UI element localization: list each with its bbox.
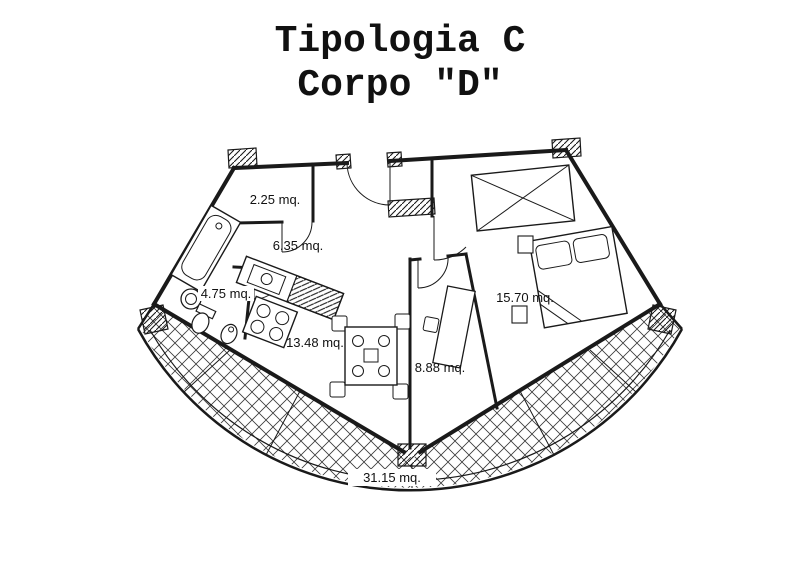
chair <box>331 315 348 332</box>
room-label-living-kitchen: 13.48 mq. <box>286 335 344 350</box>
wall-hatch-vestibule <box>387 197 436 218</box>
dining-set <box>329 313 411 400</box>
pillow <box>535 240 573 270</box>
terrace-outer-parapet <box>136 328 684 492</box>
wall-hatch-entrance-left <box>335 153 352 170</box>
toilet <box>191 303 217 334</box>
room-label-bedroom: 15.70 mq. <box>496 290 554 305</box>
bathroom-label-bg <box>198 286 254 301</box>
storage-door <box>281 221 313 253</box>
nightstands <box>511 235 534 324</box>
burner <box>250 319 265 334</box>
wardrobe <box>470 164 576 232</box>
wall-hatch-top-left <box>227 147 258 169</box>
plan-title-line1: Tipologia C <box>274 20 526 63</box>
burner <box>256 303 271 318</box>
bed <box>528 225 628 329</box>
room-label-storage: 2.25 mq. <box>250 192 301 207</box>
wall-hatch-entrance-right <box>386 151 403 168</box>
nightstand <box>511 305 528 324</box>
room-label-study: 8.88 mq. <box>415 360 466 375</box>
wall-hatch-top-right <box>551 137 582 159</box>
plate <box>352 335 364 347</box>
interior-walls <box>232 159 499 450</box>
plate <box>352 365 364 377</box>
plate <box>378 335 390 347</box>
plate <box>378 365 390 377</box>
plan-title: Tipologia C Corpo "D" <box>0 20 800 108</box>
drainboard <box>286 274 345 321</box>
chair <box>329 381 346 398</box>
terrace-end-wall-hatch-right <box>647 304 677 335</box>
terrace-label-bg <box>348 469 436 486</box>
burner <box>275 311 290 326</box>
study-bedroom-wall <box>464 252 499 410</box>
bathtub <box>170 204 242 293</box>
washbasin <box>180 288 202 310</box>
bidet <box>220 323 238 345</box>
bedroom-door <box>433 216 467 261</box>
chair <box>392 383 409 400</box>
kitchen-counter <box>235 255 345 321</box>
chair <box>394 313 411 330</box>
room-labels: 2.25 mq. 6.35 mq. 4.75 mq. 13.48 mq. 8.8… <box>198 192 554 486</box>
blanket-fold <box>537 290 583 325</box>
study-door <box>417 255 449 289</box>
right-wall <box>563 147 663 307</box>
room-label-bathroom: 4.75 mq. <box>201 286 252 301</box>
terrace <box>136 303 684 492</box>
room-label-terrace: 31.15 mq. <box>363 470 421 485</box>
kitchen-sink <box>246 263 287 296</box>
desk-chair <box>422 316 440 333</box>
wall-hatch-vertex <box>397 443 427 467</box>
nightstand <box>517 235 534 254</box>
plan-title-line2: Corpo "D" <box>297 64 503 107</box>
pillow <box>572 234 610 263</box>
desk <box>422 285 476 369</box>
stove <box>241 295 299 349</box>
terrace-tile-floor <box>140 306 680 488</box>
bottom-right-wall <box>417 301 663 455</box>
burner <box>269 326 284 341</box>
room-label-hallway: 6.35 mq. <box>273 238 324 253</box>
dining-table <box>344 326 398 386</box>
storage-bottom-wall <box>234 220 284 225</box>
top-wall <box>231 147 569 171</box>
entrance-door <box>346 162 391 206</box>
